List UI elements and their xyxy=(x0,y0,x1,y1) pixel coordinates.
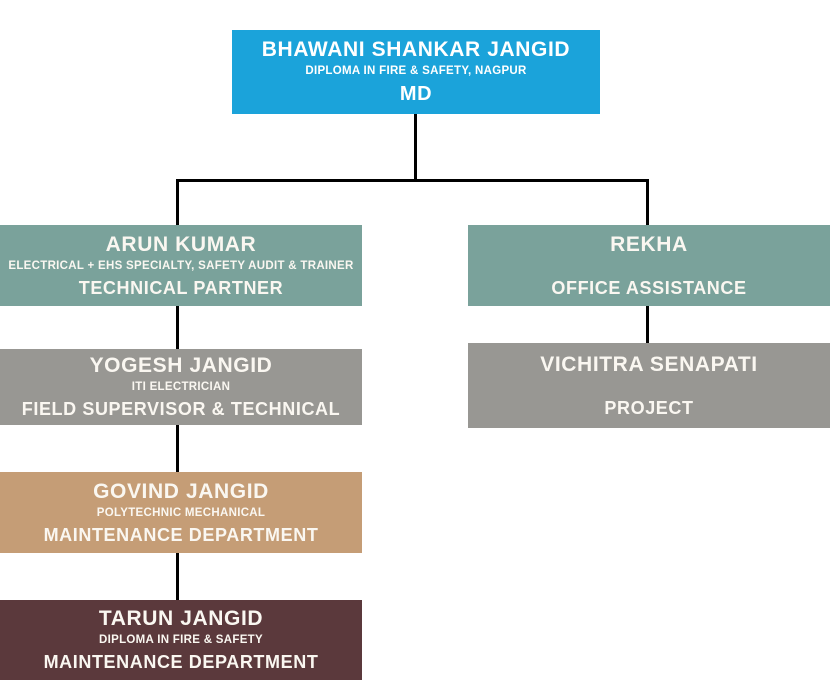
node-role: MAINTENANCE DEPARTMENT xyxy=(43,524,319,545)
connector-md-down xyxy=(414,113,417,180)
node-role: FIELD SUPERVISOR & TECHNICAL xyxy=(21,399,341,420)
connector-branch-horizontal xyxy=(176,179,649,182)
node-name: BHAWANI SHANKAR JANGID xyxy=(261,37,571,61)
org-node-md: BHAWANI SHANKAR JANGID DIPLOMA IN FIRE &… xyxy=(232,30,600,114)
node-role: OFFICE ASSISTANCE xyxy=(551,277,747,298)
node-qualification: DIPLOMA IN FIRE & SAFETY xyxy=(99,634,263,647)
connector-yogesh-govind xyxy=(176,424,179,472)
connector-arun-yogesh xyxy=(176,305,179,349)
connector-rekha-vichitra xyxy=(646,305,649,343)
connector-left-drop xyxy=(176,180,179,225)
org-node-arun-kumar: ARUN KUMAR ELECTRICAL + EHS SPECIALTY, S… xyxy=(0,225,362,306)
node-name: VICHITRA SENAPATI xyxy=(540,352,758,376)
node-qualification: ELECTRICAL + EHS SPECIALTY, SAFETY AUDIT… xyxy=(8,259,354,272)
node-role: TECHNICAL PARTNER xyxy=(78,277,284,298)
org-node-yogesh-jangid: YOGESH JANGID ITI ELECTRICIAN FIELD SUPE… xyxy=(0,349,362,425)
node-name: GOVIND JANGID xyxy=(93,479,269,503)
node-role: PROJECT xyxy=(604,397,694,418)
node-name: YOGESH JANGID xyxy=(89,354,273,378)
node-name: REKHA xyxy=(610,232,688,256)
node-qualification: ITI ELECTRICIAN xyxy=(131,381,231,394)
node-qualification: POLYTECHNIC MECHANICAL xyxy=(96,506,266,519)
connector-right-drop xyxy=(646,180,649,225)
org-node-rekha: REKHA OFFICE ASSISTANCE xyxy=(468,225,830,306)
node-qualification: DIPLOMA IN FIRE & SAFETY, NAGPUR xyxy=(305,65,527,78)
org-node-vichitra-senapati: VICHITRA SENAPATI PROJECT xyxy=(468,343,830,428)
connector-govind-tarun xyxy=(176,552,179,600)
node-name: TARUN JANGID xyxy=(98,607,264,631)
node-name: ARUN KUMAR xyxy=(105,232,257,256)
node-role: MD xyxy=(399,83,433,106)
org-node-govind-jangid: GOVIND JANGID POLYTECHNIC MECHANICAL MAI… xyxy=(0,472,362,553)
org-node-tarun-jangid: TARUN JANGID DIPLOMA IN FIRE & SAFETY MA… xyxy=(0,600,362,680)
node-role: MAINTENANCE DEPARTMENT xyxy=(43,652,319,673)
